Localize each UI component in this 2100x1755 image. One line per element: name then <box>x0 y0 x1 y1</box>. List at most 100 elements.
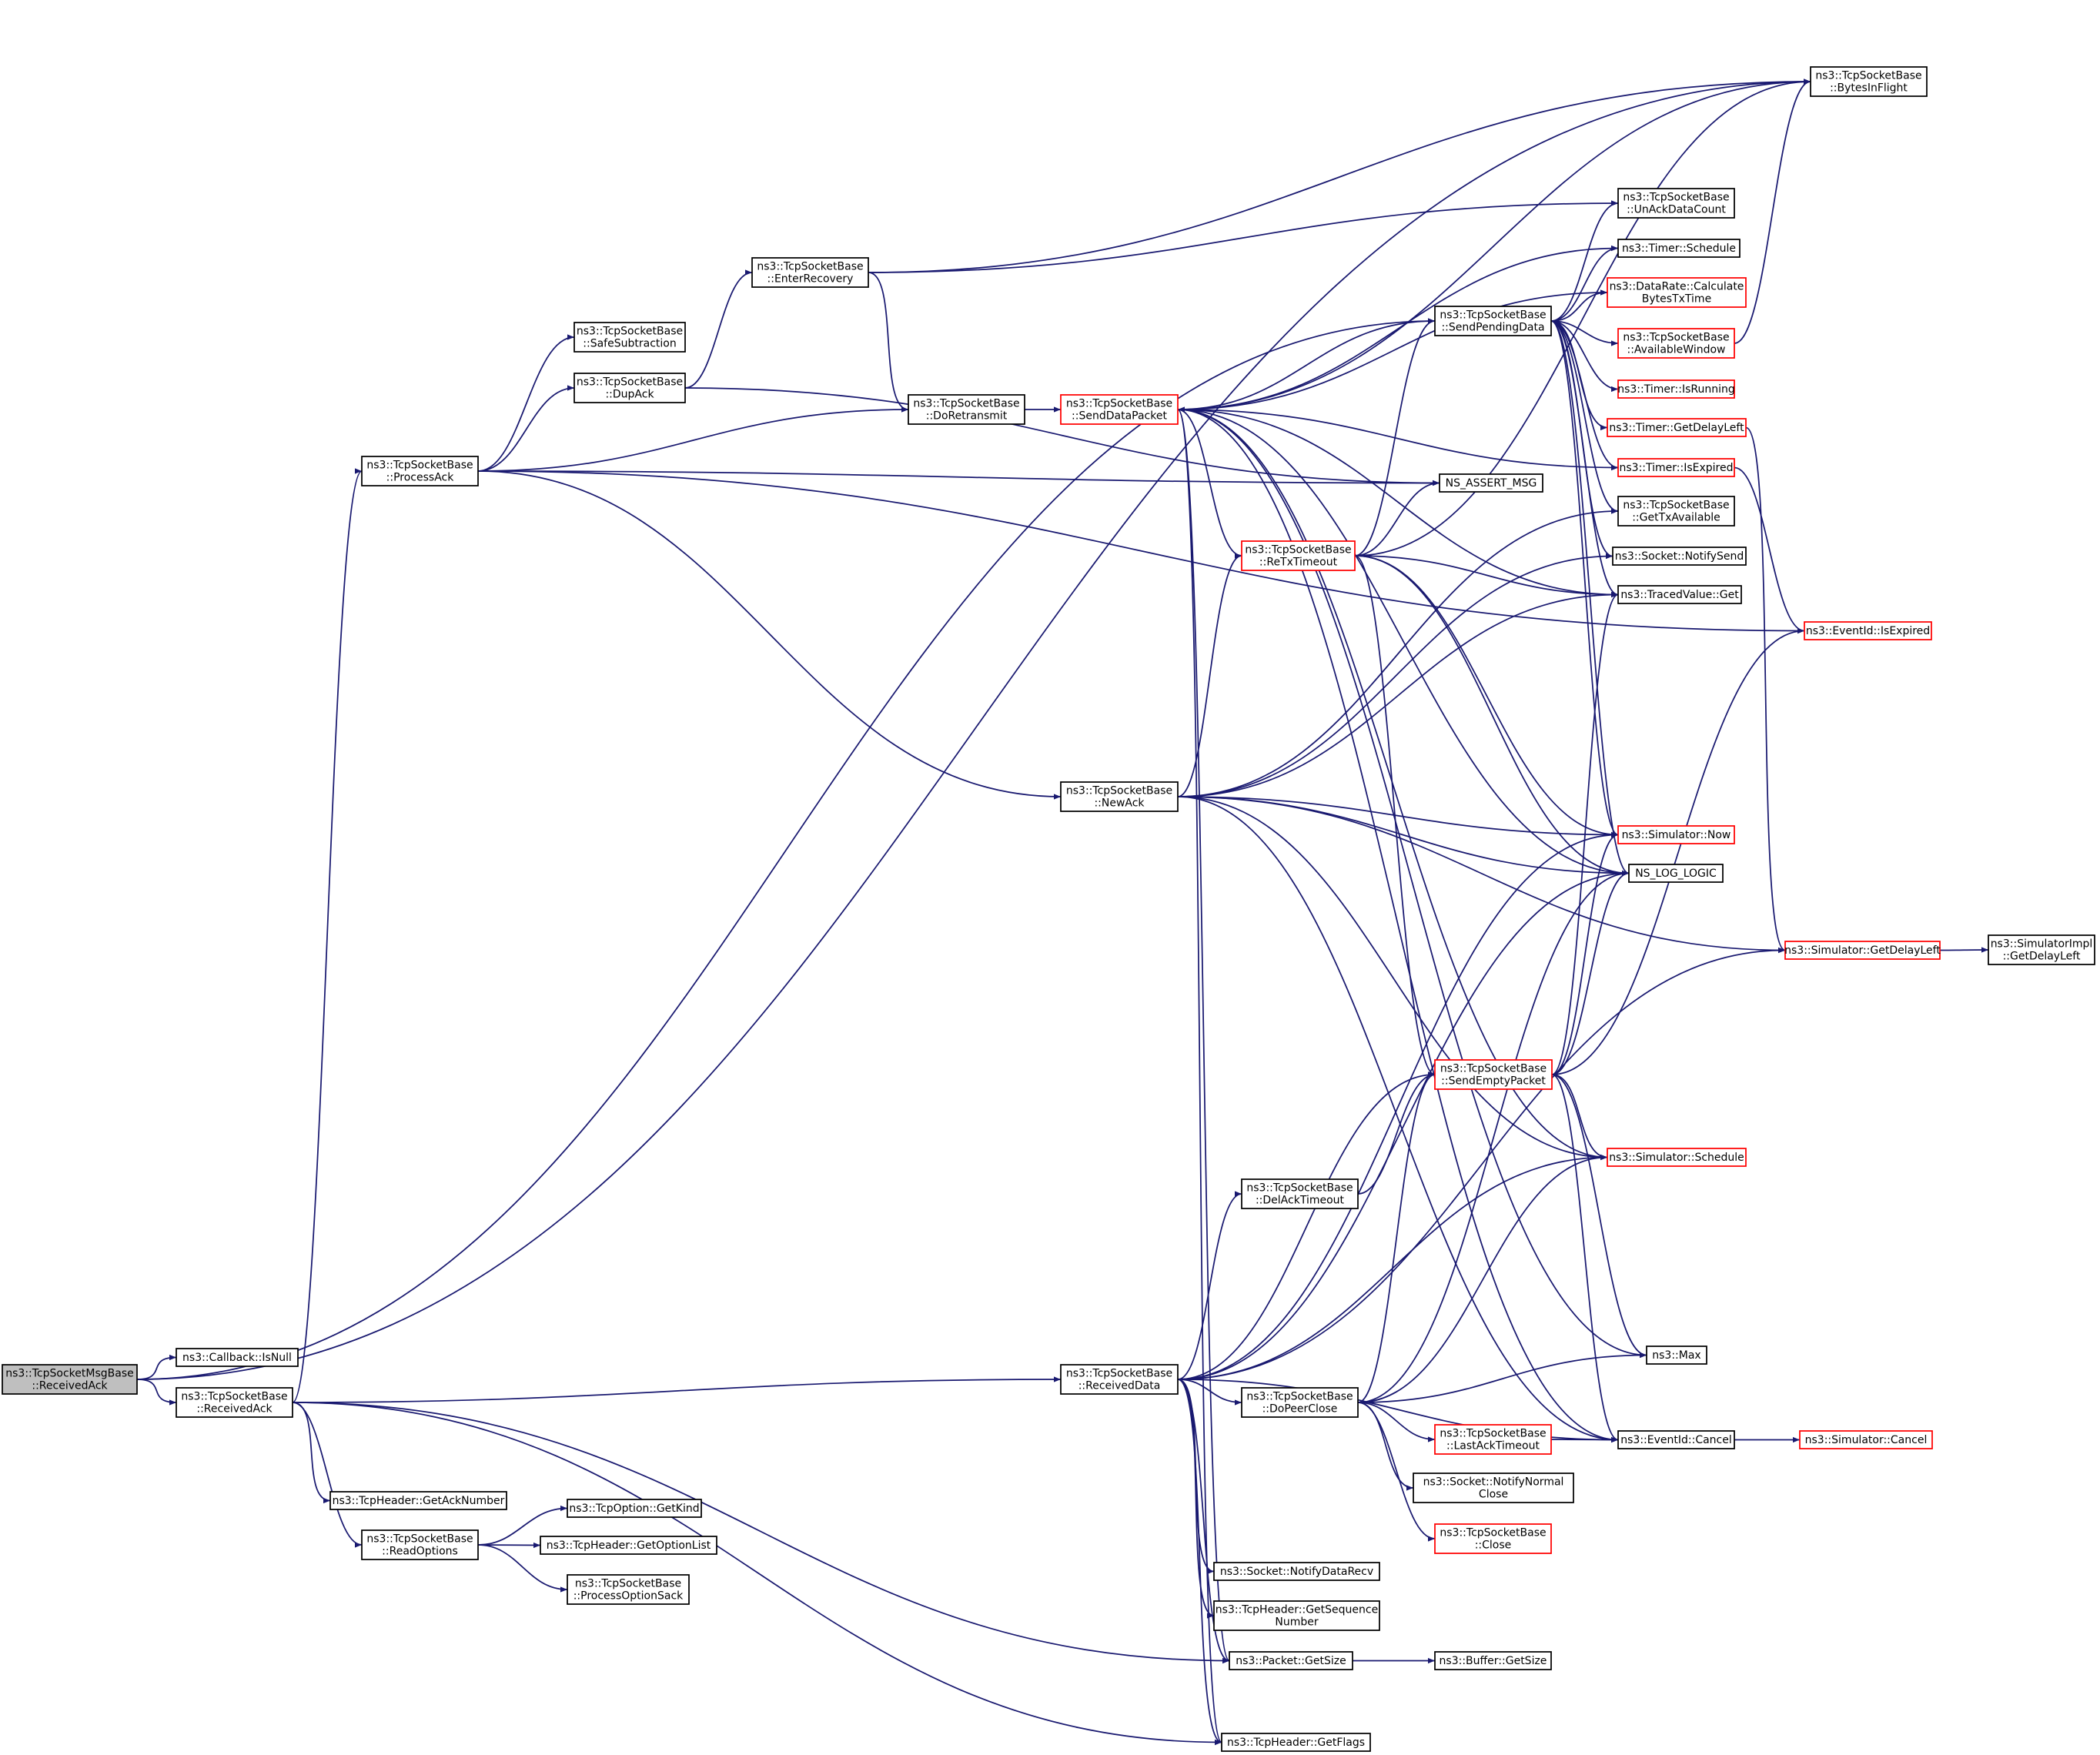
node-gettxavailable[interactable]: ns3::TcpSocketBase::GetTxAvailable <box>1617 496 1735 526</box>
node-box <box>1241 1387 1359 1418</box>
node-eventidcancel[interactable]: ns3::EventId::Cancel <box>1617 1430 1735 1449</box>
node-tcpclose[interactable]: ns3::TcpSocketBase::Close <box>1434 1523 1552 1554</box>
edge-senddatapacket-to-getflags <box>1177 409 1222 1745</box>
edge-sendpendingdata-to-availwindow <box>1550 320 1619 346</box>
node-max[interactable]: ns3::Max <box>1646 1346 1707 1365</box>
edge-receiveddata-to-sendemptypacket <box>1177 1071 1436 1380</box>
node-delacktimeout[interactable]: ns3::TcpSocketBase::DelAckTimeout <box>1241 1178 1359 1209</box>
node-label: ns3::Socket::NotifySend <box>1615 550 1744 563</box>
edge-root-to-bytesinflight <box>136 79 1811 1380</box>
node-box <box>1617 458 1735 477</box>
node-timerschedule[interactable]: ns3::Timer::Schedule <box>1617 239 1741 258</box>
node-eventidisexpired[interactable]: ns3::EventId::IsExpired <box>1804 621 1932 640</box>
edge-simgetdelayleft-to-simimplgetdelayleft <box>1939 947 1989 953</box>
node-tracedget[interactable]: ns3::TracedValue::Get <box>1617 585 1742 604</box>
node-sendpendingdata[interactable]: ns3::TcpSocketBase::SendPendingData <box>1434 306 1552 336</box>
edge-receiveddata-to-nsloglogic <box>1177 870 1630 1380</box>
node-nsloglogic[interactable]: NS_LOG_LOGIC <box>1628 864 1724 883</box>
node-simgetdelayleft[interactable]: ns3::Simulator::GetDelayLeft <box>1784 941 1941 960</box>
node-buffergetsize[interactable]: ns3::Buffer::GetSize <box>1434 1651 1552 1670</box>
node-isnull[interactable]: ns3::Callback::IsNull <box>176 1348 299 1367</box>
node-retxtimeout[interactable]: ns3::TcpSocketBase::ReTxTimeout <box>1241 540 1356 571</box>
node-timergetdelayleft[interactable]: ns3::Timer::GetDelayLeft <box>1607 418 1747 437</box>
edge-sendemptypacket-to-nsloglogic <box>1551 870 1630 1075</box>
node-box <box>1241 540 1356 571</box>
node-simschedule[interactable]: ns3::Simulator::Schedule <box>1607 1148 1747 1167</box>
node-notifydatarecv[interactable]: ns3::Socket::NotifyDataRecv <box>1213 1562 1380 1581</box>
node-label: ::NewAck <box>1094 797 1145 810</box>
node-timerisrunning[interactable]: ns3::Timer::IsRunning <box>1617 379 1735 399</box>
node-simnow[interactable]: ns3::Simulator::Now <box>1617 825 1735 844</box>
edge-retxtimeout-to-nsloglogic <box>1354 555 1630 877</box>
edge-senddatapacket-to-tracedget <box>1177 409 1619 598</box>
node-timerisexpired[interactable]: ns3::Timer::IsExpired <box>1617 458 1735 477</box>
node-bytesinflight[interactable]: ns3::TcpSocketBase::BytesInFlight <box>1810 66 1928 97</box>
node-readoptions[interactable]: ns3::TcpSocketBase::ReadOptions <box>361 1529 479 1560</box>
node-label: ns3::TracedValue::Get <box>1620 589 1739 601</box>
node-safesub[interactable]: ns3::TcpSocketBase::SafeSubtraction <box>573 322 686 353</box>
node-newack[interactable]: ns3::TcpSocketBase::NewAck <box>1060 781 1179 812</box>
edge-processack-to-newack <box>477 470 1062 800</box>
node-packetgetsize[interactable]: ns3::Packet::GetSize <box>1229 1651 1353 1670</box>
node-notifysend[interactable]: ns3::Socket::NotifySend <box>1612 547 1747 566</box>
edge-senddatapacket-to-packetgetsize <box>1177 409 1230 1663</box>
node-processoptionsack[interactable]: ns3::TcpSocketBase::ProcessOptionSack <box>567 1574 690 1605</box>
node-getflags[interactable]: ns3::TcpHeader::GetFlags <box>1221 1733 1371 1752</box>
node-enterrecovery[interactable]: ns3::TcpSocketBase::EnterRecovery <box>751 257 869 288</box>
node-receivedack[interactable]: ns3::TcpSocketBase::ReceivedAck <box>176 1387 293 1418</box>
edge-sendemptypacket-to-eventidisexpired <box>1551 627 1805 1075</box>
node-label: ns3::Socket::NotifyDataRecv <box>1220 1566 1373 1578</box>
node-label: ns3::TcpSocketBase <box>1623 192 1729 204</box>
edge-retxtimeout-to-bytesinflight <box>1354 79 1811 557</box>
edge-newack-to-simnow <box>1177 796 1619 838</box>
node-label: ns3::Buffer::GetSize <box>1440 1655 1547 1667</box>
edge-receivedack-to-processack <box>292 468 363 1403</box>
node-label: ::BytesInFlight <box>1830 82 1908 95</box>
edge-readoptions-to-processoptionsack <box>477 1544 568 1593</box>
node-lastacktimeout[interactable]: ns3::TcpSocketBase::LastAckTimeout <box>1434 1424 1552 1455</box>
edge-dopeerclose-to-lastacktimeout <box>1357 1402 1436 1442</box>
edge-receiveddata-to-delacktimeout <box>1177 1191 1242 1380</box>
node-box <box>751 257 869 288</box>
edge-processack-to-safesub <box>477 334 575 472</box>
node-availwindow[interactable]: ns3::TcpSocketBase::AvailableWindow <box>1617 328 1735 359</box>
node-getoptionlist[interactable]: ns3::TcpHeader::GetOptionList <box>540 1536 717 1555</box>
node-receiveddata[interactable]: ns3::TcpSocketBase::ReceivedData <box>1060 1364 1179 1395</box>
edge-dopeerclose-to-max <box>1357 1352 1647 1403</box>
node-box <box>1646 1346 1707 1365</box>
node-unackdatacount[interactable]: ns3::TcpSocketBase::UnAckDataCount <box>1617 188 1735 219</box>
node-label: ns3::TcpSocketBase <box>1066 785 1172 797</box>
node-label: ::DupAck <box>605 389 654 401</box>
node-nsassertmsg[interactable]: NS_ASSERT_MSG <box>1439 473 1543 493</box>
node-label: ::DelAckTimeout <box>1256 1195 1345 1207</box>
node-sendemptypacket[interactable]: ns3::TcpSocketBase::SendEmptyPacket <box>1434 1059 1553 1090</box>
node-label: ::ReceivedAck <box>32 1380 108 1392</box>
edge-receivedack-to-receiveddata <box>292 1376 1062 1403</box>
edge-sendpendingdata-to-unackdatacount <box>1550 200 1619 322</box>
edge-processack-to-eventidisexpired <box>477 470 1805 634</box>
node-label: ::ReceivedData <box>1078 1380 1161 1392</box>
node-label: ns3::Timer::IsRunning <box>1617 383 1735 396</box>
node-label: ns3::TcpSocketBase <box>1623 332 1729 344</box>
node-getkind[interactable]: ns3::TcpOption::GetKind <box>567 1499 702 1518</box>
node-getacknumber[interactable]: ns3::TcpHeader::GetAckNumber <box>329 1491 507 1510</box>
node-label: ::LastAckTimeout <box>1446 1440 1540 1452</box>
node-senddatapacket[interactable]: ns3::TcpSocketBase::SendDataPacket <box>1060 394 1179 425</box>
node-simimplgetdelayleft[interactable]: ns3::SimulatorImpl::GetDelayLeft <box>1988 934 2095 965</box>
node-label: ns3::Timer::IsExpired <box>1620 462 1734 474</box>
edge-receiveddata-to-packetgetsize <box>1177 1379 1230 1664</box>
node-doretransmit[interactable]: ns3::TcpSocketBase::DoRetransmit <box>908 394 1025 425</box>
node-simcancel[interactable]: ns3::Simulator::Cancel <box>1799 1430 1933 1449</box>
edge-senddatapacket-to-timerisexpired <box>1177 409 1619 471</box>
node-label: ::SendPendingData <box>1441 322 1544 334</box>
node-processack[interactable]: ns3::TcpSocketBase::ProcessAck <box>361 456 479 486</box>
node-dopeerclose[interactable]: ns3::TcpSocketBase::DoPeerClose <box>1241 1387 1359 1418</box>
node-label: ns3::Timer::GetDelayLeft <box>1609 422 1744 434</box>
node-dupack[interactable]: ns3::TcpSocketBase::DupAck <box>573 373 686 403</box>
edge-enterrecovery-to-bytesinflight <box>868 79 1811 273</box>
node-label: ::Close <box>1475 1539 1512 1552</box>
